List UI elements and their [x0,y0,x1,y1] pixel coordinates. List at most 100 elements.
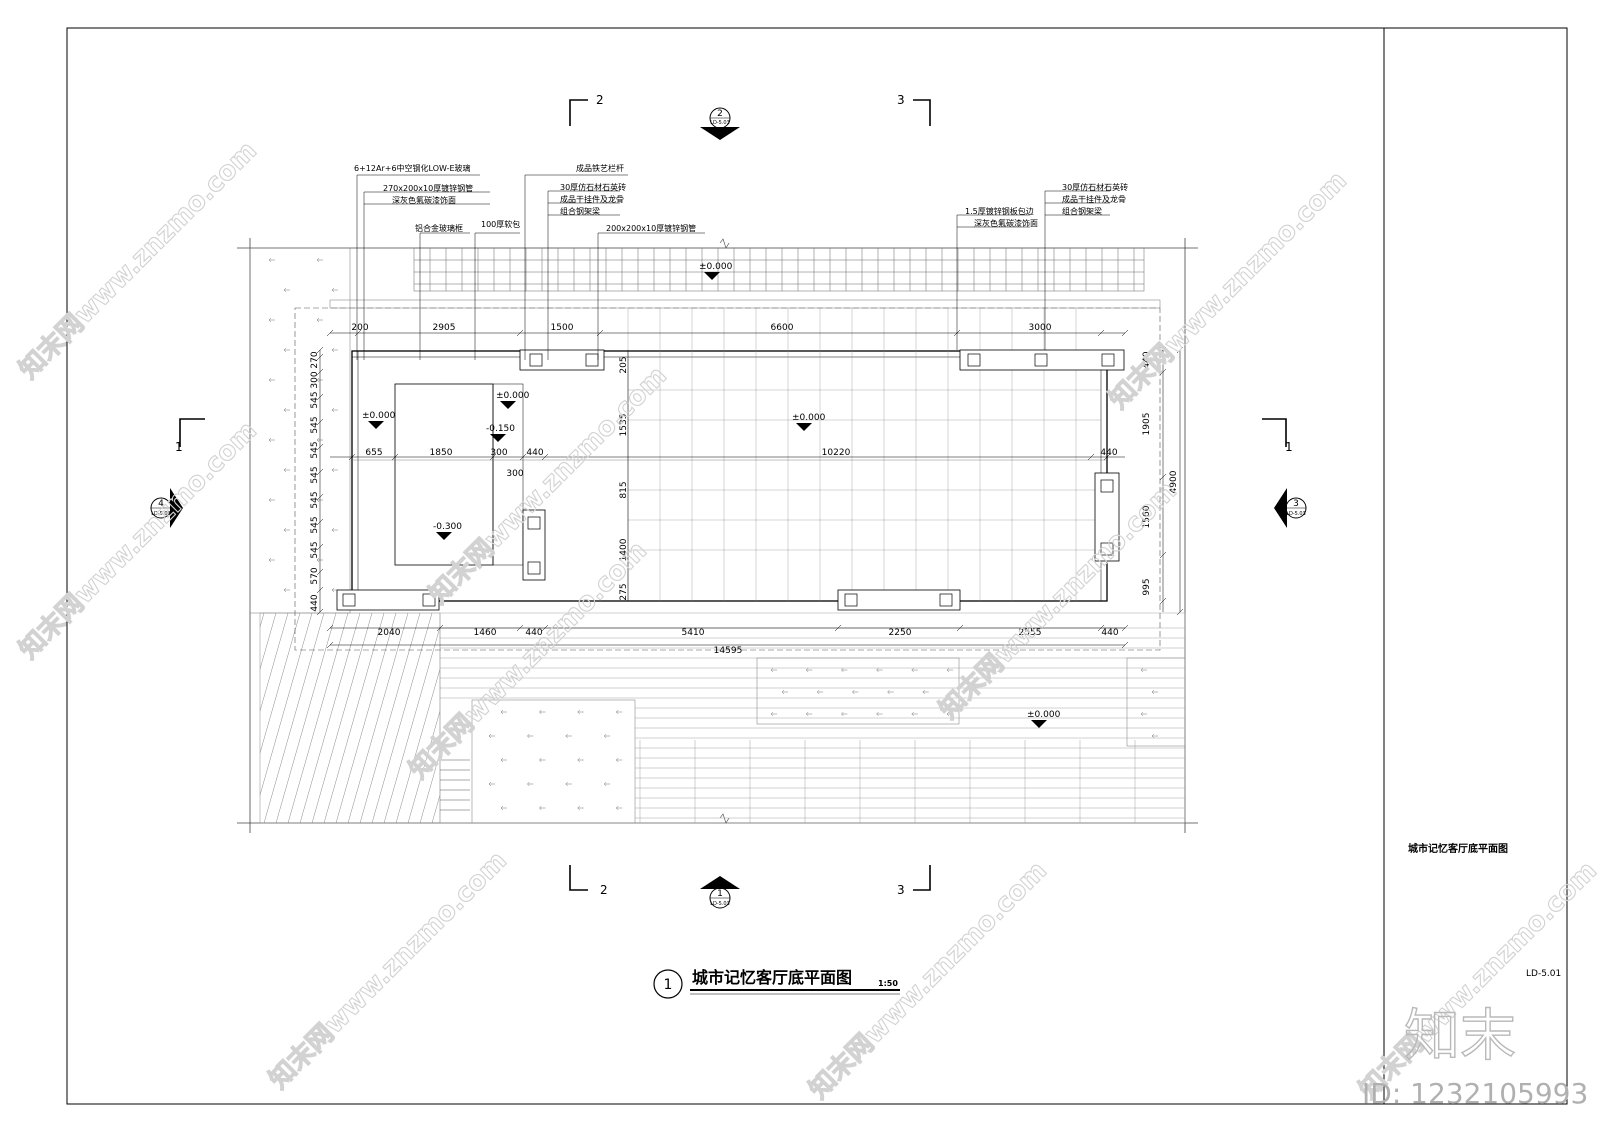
dim-top-1: 2905 [433,323,456,333]
annotations: 6+12Ar+6中空钢化LOW-E玻璃 270x200x10厚镀锌钢管 深灰色氟… [354,163,1128,233]
dim-mid-5: 440 [1100,448,1117,458]
brand-id: ID: 1232105993 [1362,1077,1588,1110]
elev-bottom-sheet: LD-5.03 [710,901,730,907]
level-triangle-icon [796,423,812,431]
dim-left-7: 545 [310,516,320,533]
dim-inner-4: 1400 [619,538,629,561]
dim-right-1: 1905 [1142,413,1152,436]
diagonal-paving [259,612,441,824]
top-paving-strip [413,247,1145,292]
level-triangle-icon [490,434,506,442]
section-top-left: 2 [596,93,604,107]
dim-left-4: 545 [310,441,320,458]
section-left: 1 [175,440,183,454]
watermark-text: 知末网www.znzmo.com [1104,166,1353,415]
dim-bottom-0: 2040 [378,628,401,638]
sheet-frame [66,27,1568,1105]
dim-mid-1: 1850 [430,448,453,458]
dim-left-3: 545 [310,416,320,433]
elev-top-num: 2 [717,109,723,119]
dim-total: 14595 [714,646,743,656]
dim-right-total: 4900 [1169,470,1179,493]
dim-mid-4: 10220 [822,448,851,458]
level-triangle-icon [704,272,720,280]
level-step: -0.150 [486,424,515,442]
section-right: 1 [1285,440,1293,454]
brand-logo: 知末 [1404,1004,1516,1069]
dim-left-6: 545 [310,491,320,508]
dim-bottom-4: 2250 [889,628,912,638]
level-main: ±0.000 [792,413,826,431]
section-labels: 2 3 2 3 1 1 [175,93,1293,897]
level-room-left-text: ±0.000 [362,411,396,421]
elev-right-sheet: LD-5.03 [1286,511,1306,517]
dim-bottom-3: 5410 [682,628,705,638]
dimensions-bottom: 2040 1460 440 5410 2250 2555 440 14595 [378,628,1119,656]
dimension-lines [316,329,1184,649]
note-aluminum-frame: 铝合金玻璃框 [415,223,463,233]
dim-inner-0: 205 [619,356,629,373]
watermark-text: 知末网www.znzmo.com [264,846,513,1095]
level-outside: ±0.000 [1027,710,1061,728]
elevation-marker-top: 2 LD-5.03 [700,107,740,140]
section-bottom-right: 3 [897,883,905,897]
dim-right-0: 440 [1142,351,1152,368]
watermark-text: 知末网www.znzmo.com [14,416,263,665]
elevation-marker-left: 4 LD-5.03 [150,488,183,528]
elev-left-num: 4 [158,499,164,509]
dim-left-5: 545 [310,466,320,483]
dim-inner-3: 815 [619,481,629,498]
note-paint-dark-grey: 深灰色氟碳漆饰面 [392,195,456,205]
section-bottom-left: 2 [600,883,608,897]
drawing-scale: 1:50 [878,979,898,988]
dim-inner-5: 275 [619,583,629,600]
dim-bottom-6: 440 [1101,628,1118,638]
dim-left-0: 300 [310,371,320,388]
dim-top-3: 6600 [771,323,794,333]
note-steel-frame-left: 组合钢架梁 [560,206,600,216]
note-steel-frame-right: 组合钢架梁 [1062,206,1102,216]
dimensions-left: 300 270 545 545 545 545 545 545 545 570 … [310,351,320,611]
site-boundary [237,238,1198,833]
level-triangle-icon [500,401,516,409]
level-mid-text: ±0.000 [496,391,530,401]
note-steel-pipe-270: 270x200x10厚镀锌钢管 [383,183,473,193]
dim-left-10: 440 [310,594,320,611]
elev-bottom-num: 1 [717,889,723,899]
note-railing: 成品铁艺栏杆 [576,163,624,173]
level-sunken-text: -0.300 [433,522,462,532]
note-hanging-right: 成品干挂件及龙骨 [1062,194,1126,204]
steps [440,759,470,811]
dim-right-3: 995 [1142,578,1152,595]
columns [336,349,1125,611]
brand-watermark: 知末 ID: 1232105993 [1362,1003,1588,1110]
drawing-title-block: 1 城市记忆客厅底平面图 1:50 [653,968,900,999]
watermarks: 知末网www.znzmo.com 知末网www.znzmo.com 知末网www… [13,135,1600,1105]
dim-top-0: 200 [351,323,368,333]
section-top-right: 3 [897,93,905,107]
level-triangle-icon [1031,720,1047,728]
leader-lines [356,174,1110,360]
dim-bottom-2: 440 [525,628,542,638]
elev-left-sheet: LD-5.03 [151,511,171,517]
dim-right-2: 1560 [1142,505,1152,528]
level-markers: ±0.000 ±0.000 ±0.000 ±0.000 -0.150 -0.30… [362,262,1061,728]
level-top-text: ±0.000 [699,262,733,272]
elev-top-sheet: LD-5.03 [710,120,730,126]
level-outside-text: ±0.000 [1027,710,1061,720]
drawing-title: 城市记忆客厅底平面图 [692,968,852,987]
dim-left-9: 570 [310,567,320,584]
dim-left-8: 545 [310,541,320,558]
dimensions-top: 200 2905 1500 6600 3000 [351,323,1051,333]
note-glass: 6+12Ar+6中空钢化LOW-E玻璃 [354,163,471,173]
dim-top-2: 1500 [551,323,574,333]
dim-left-2: 545 [310,391,320,408]
note-paint-dark-grey-2: 深灰色氟碳漆饰面 [974,218,1038,228]
note-steel-wrap: 1.5厚镀锌钢板包边 [965,206,1034,216]
note-steel-pipe-200: 200x200x10厚镀锌钢管 [606,223,696,233]
side-title: 城市记忆客厅底平面图 [1408,842,1508,855]
dim-mid-0: 655 [365,448,382,458]
dim-left-1: 270 [310,351,320,368]
level-step-text: -0.150 [486,424,515,434]
